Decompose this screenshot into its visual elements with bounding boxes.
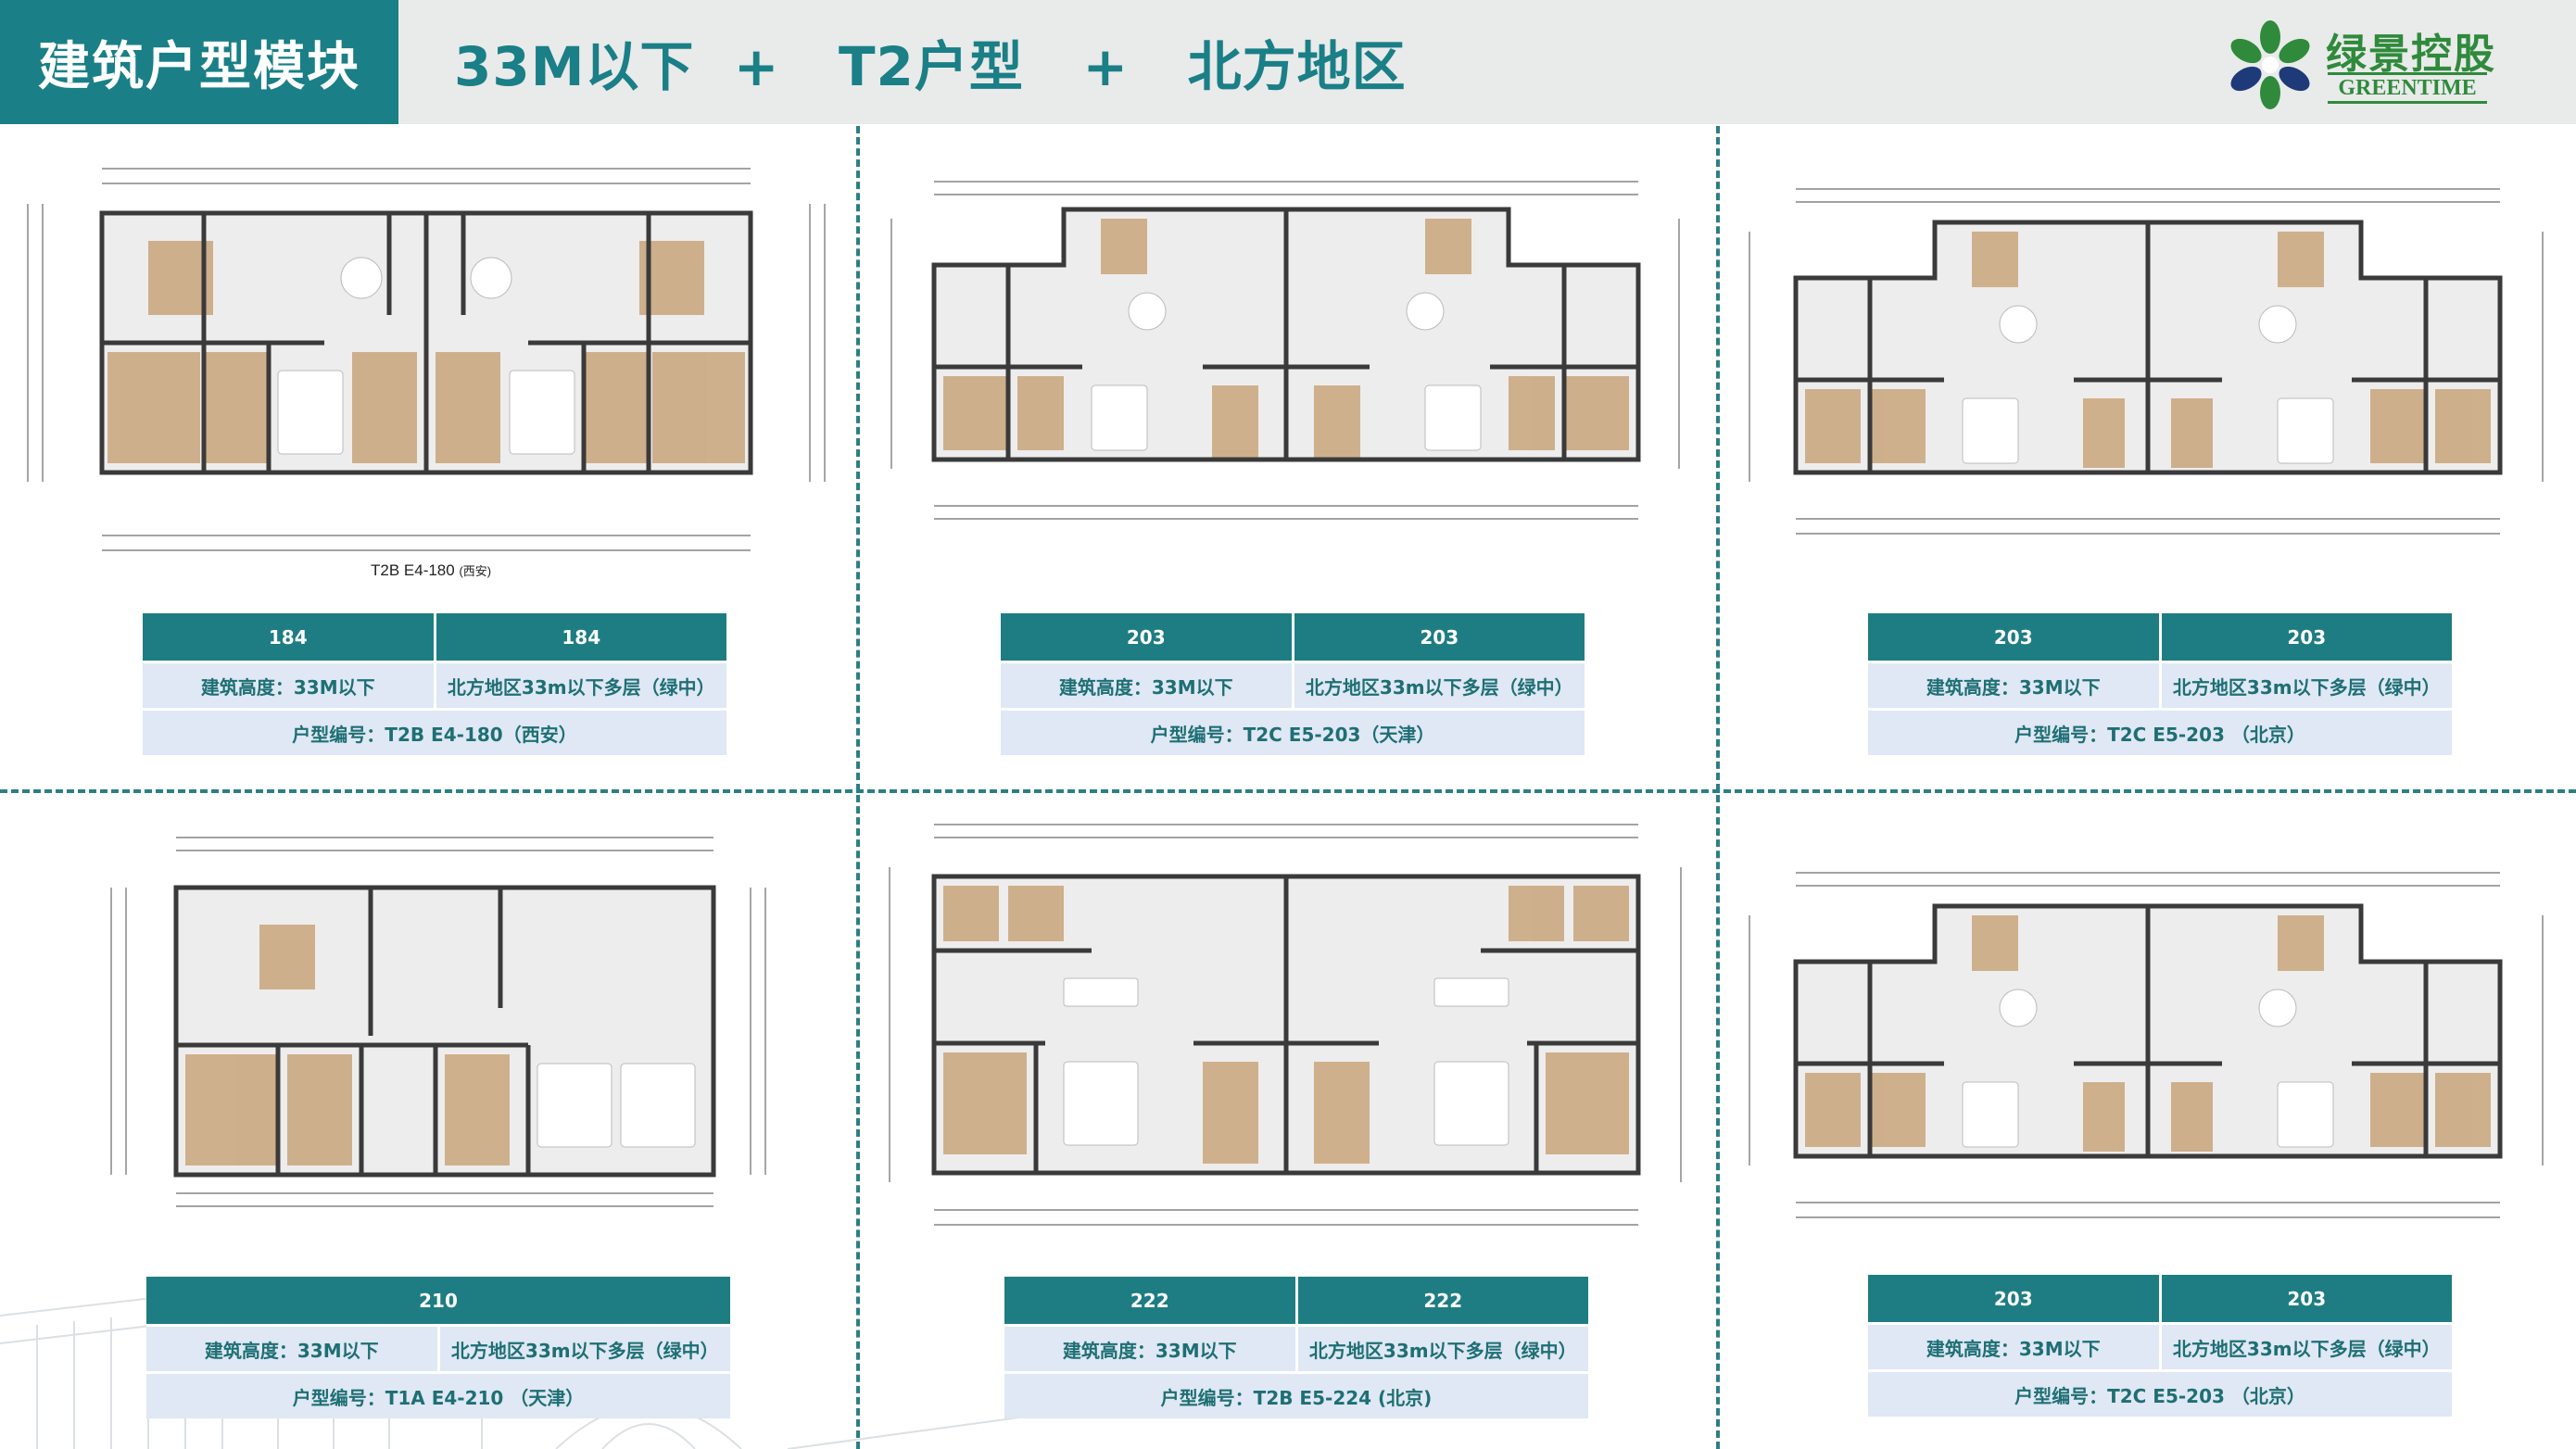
info-table-3: 203 203 建筑高度：33M以下 北方地区33m以下多层（绿中） 户型编号：… (1868, 613, 2452, 755)
area-cell-left: 184 (143, 613, 434, 661)
area-cell-right: 203 (2158, 1275, 2452, 1322)
floor-plan-6 (1749, 872, 2544, 1218)
code-cell: 户型编号：T2C E5-203（天津） (1001, 711, 1585, 755)
region-cell: 北方地区33m以下多层（绿中） (2158, 663, 2452, 708)
logo-name-cn: 绿景控股 (2326, 31, 2496, 78)
section-tag: 建筑户型模块 (0, 0, 398, 124)
info-table-5: 222 222 建筑高度：33M以下 北方地区33m以下多层（绿中） 户型编号：… (1004, 1277, 1588, 1418)
info-table-4: 210 建筑高度：33M以下 北方地区33m以下多层（绿中） 户型编号：T1A … (146, 1277, 730, 1418)
floor-plan-1 (27, 168, 826, 551)
region-cell: 北方地区33m以下多层（绿中） (433, 663, 726, 708)
flower-logo-icon (2230, 20, 2310, 109)
height-cell: 建筑高度：33M以下 (1001, 663, 1292, 708)
page-title: 33M以下 + T2户型 + 北方地区 (454, 35, 1407, 98)
region-cell: 北方地区33m以下多层（绿中） (1294, 1327, 1588, 1371)
region-cell: 北方地区33m以下多层（绿中） (1291, 663, 1585, 708)
height-cell: 建筑高度：33M以下 (1868, 663, 2159, 708)
floor-plan-4 (110, 837, 766, 1207)
code-cell: 户型编号：T2B E4-180（西安） (143, 711, 726, 755)
info-table-1: 184 184 建筑高度：33M以下 北方地区33m以下多层（绿中） 户型编号：… (143, 613, 726, 755)
code-cell: 户型编号：T1A E4-210 （天津） (146, 1374, 730, 1418)
code-cell: 户型编号：T2C E5-203 （北京） (1868, 1372, 2452, 1417)
area-cell-left: 203 (1001, 613, 1292, 661)
column-divider-2 (1716, 126, 1720, 1449)
area-cell-right: 184 (433, 613, 726, 661)
plan-caption-note: (西安) (459, 564, 492, 578)
column-divider-1 (856, 126, 860, 1449)
floor-plan-5 (889, 824, 1682, 1226)
plan-caption-code: T2B E4-180 (371, 561, 455, 579)
height-cell: 建筑高度：33M以下 (1004, 1327, 1295, 1371)
info-table-6: 203 203 建筑高度：33M以下 北方地区33m以下多层（绿中） 户型编号：… (1868, 1275, 2452, 1417)
code-cell: 户型编号：T2C E5-203 （北京） (1868, 711, 2452, 755)
area-cell: 210 (146, 1277, 730, 1324)
height-cell: 建筑高度：33M以下 (146, 1327, 437, 1371)
area-cell-left: 203 (1868, 613, 2159, 661)
code-cell: 户型编号：T2B E5-224 (北京) (1004, 1374, 1588, 1418)
area-cell-right: 203 (1291, 613, 1585, 661)
floor-plan-3 (1749, 188, 2544, 535)
info-table-2: 203 203 建筑高度：33M以下 北方地区33m以下多层（绿中） 户型编号：… (1001, 613, 1585, 755)
company-logo: 绿景控股 GREENTIME (2224, 17, 2502, 109)
area-cell-left: 222 (1004, 1277, 1295, 1324)
height-cell: 建筑高度：33M以下 (1868, 1325, 2159, 1369)
height-cell: 建筑高度：33M以下 (143, 663, 434, 708)
floor-plan-2 (890, 181, 1680, 520)
area-cell-left: 203 (1868, 1275, 2159, 1322)
page-header: 建筑户型模块 33M以下 + T2户型 + 北方地区 绿景控股 GREENTIM… (0, 0, 2576, 124)
logo-name-en: GREENTIME (2328, 72, 2487, 104)
region-cell: 北方地区33m以下多层（绿中） (2158, 1325, 2452, 1369)
region-cell: 北方地区33m以下多层（绿中） (436, 1327, 730, 1371)
area-cell-right: 222 (1294, 1277, 1588, 1324)
area-cell-right: 203 (2158, 613, 2452, 661)
row-divider (0, 789, 2576, 793)
